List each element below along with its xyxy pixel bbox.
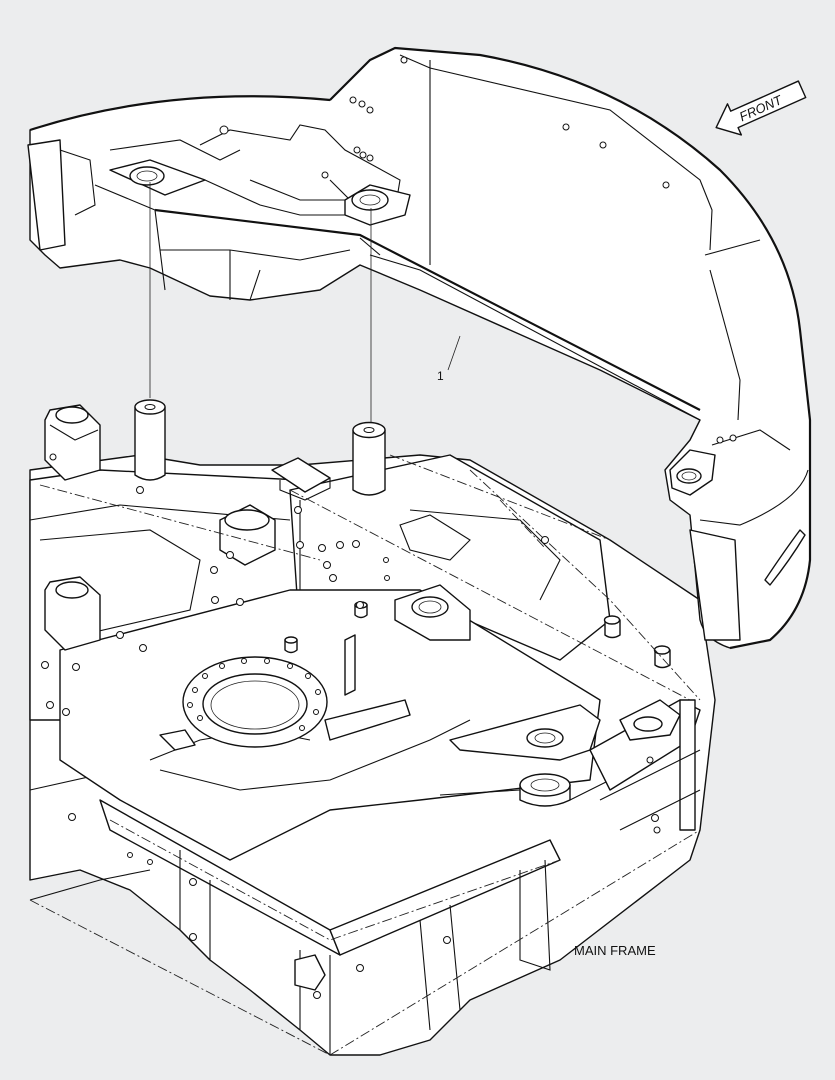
side-slot bbox=[764, 529, 806, 586]
rear-boss-upper bbox=[526, 728, 564, 748]
callout-1: 1 bbox=[437, 335, 461, 383]
left-end-pad bbox=[27, 139, 66, 251]
arrow-left-icon: FRONT bbox=[715, 80, 807, 136]
right-end-pad bbox=[689, 529, 741, 641]
callout-1-label: 1 bbox=[437, 369, 444, 383]
stud-left bbox=[134, 406, 166, 481]
hidden-lines bbox=[29, 454, 701, 1056]
rear-boss-lower bbox=[519, 773, 571, 797]
alignment-studs bbox=[134, 182, 386, 496]
main-frame-label: MAIN FRAME bbox=[574, 943, 656, 958]
counterweight-bolt-holes bbox=[219, 56, 737, 444]
frame-posts bbox=[284, 601, 671, 669]
vertical-bracket bbox=[344, 634, 356, 696]
frame-bolt-holes bbox=[41, 453, 661, 999]
engine-mount-pads bbox=[44, 404, 331, 651]
main-frame-drawing bbox=[29, 404, 716, 1056]
bearing-bolt-holes bbox=[187, 658, 321, 731]
counterweight-drawing bbox=[27, 46, 812, 650]
stud-right bbox=[352, 429, 386, 496]
front-label: FRONT bbox=[737, 92, 785, 124]
